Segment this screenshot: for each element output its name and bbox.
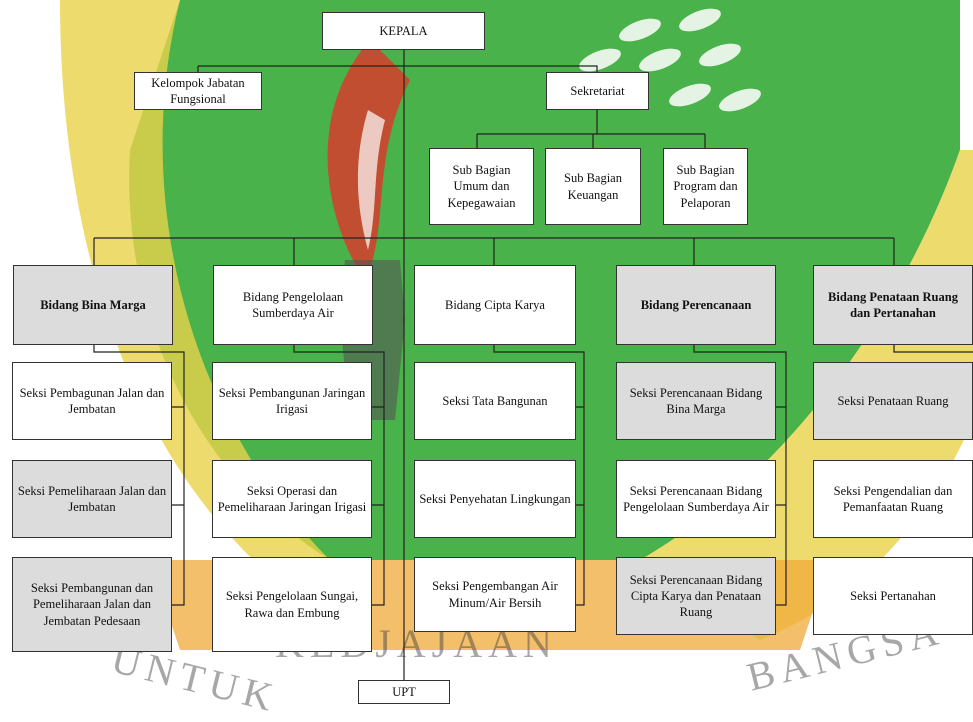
- bidang-perencanaan-box: Bidang Perencanaan: [616, 265, 776, 345]
- org-chart-connectors: [93, 50, 973, 680]
- seksi-box: Seksi Pemeliharaan Jalan dan Jembatan: [12, 460, 172, 538]
- upt-box: UPT: [358, 680, 450, 704]
- seksi-box: Seksi Operasi dan Pemeliharaan Jaringan …: [212, 460, 372, 538]
- seksi-box: Seksi Pengendalian dan Pemanfaatan Ruang: [813, 460, 973, 538]
- seksi-box: Seksi Pengembangan Air Minum/Air Bersih: [414, 557, 576, 632]
- bidang-penataan-ruang-box: Bidang Penataan Ruang dan Pertanahan: [813, 265, 973, 345]
- logo-flame-inner: [357, 110, 385, 250]
- seksi-box: Seksi Pembagunan Jalan dan Jembatan: [12, 362, 172, 440]
- subbag-program-box: Sub Bagian Program dan Pelaporan: [663, 148, 748, 225]
- subbag-umum-box: Sub Bagian Umum dan Kepegawaian: [429, 148, 534, 225]
- bidang-sumberdaya-air-box: Bidang Pengelolaan Sumberdaya Air: [213, 265, 373, 345]
- logo-yellow-band: [60, 0, 330, 600]
- kepala-box: KEPALA: [322, 12, 485, 50]
- seksi-box: Seksi Pengelolaan Sungai, Rawa dan Embun…: [212, 557, 372, 652]
- seksi-box: Seksi Penataan Ruang: [813, 362, 973, 440]
- seksi-box: Seksi Perencanaan Bidang Cipta Karya dan…: [616, 557, 776, 635]
- seksi-box: Seksi Tata Bangunan: [414, 362, 576, 440]
- bidang-bina-marga-box: Bidang Bina Marga: [13, 265, 173, 345]
- jabatan-fungsional-box: Kelompok Jabatan Fungsional: [134, 72, 262, 110]
- seksi-box: Seksi Perencanaan Bidang Pengelolaan Sum…: [616, 460, 776, 538]
- seksi-box: Seksi Pembangunan Jaringan Irigasi: [212, 362, 372, 440]
- subbag-keuangan-box: Sub Bagian Keuangan: [545, 148, 641, 225]
- seksi-box: Seksi Pembangunan dan Pemeliharaan Jalan…: [12, 557, 172, 652]
- seksi-box: Seksi Perencanaan Bidang Bina Marga: [616, 362, 776, 440]
- seksi-box: Seksi Pertanahan: [813, 557, 973, 635]
- seksi-box: Seksi Penyehatan Lingkungan: [414, 460, 576, 538]
- sekretariat-box: Sekretariat: [546, 72, 649, 110]
- bidang-cipta-karya-box: Bidang Cipta Karya: [414, 265, 576, 345]
